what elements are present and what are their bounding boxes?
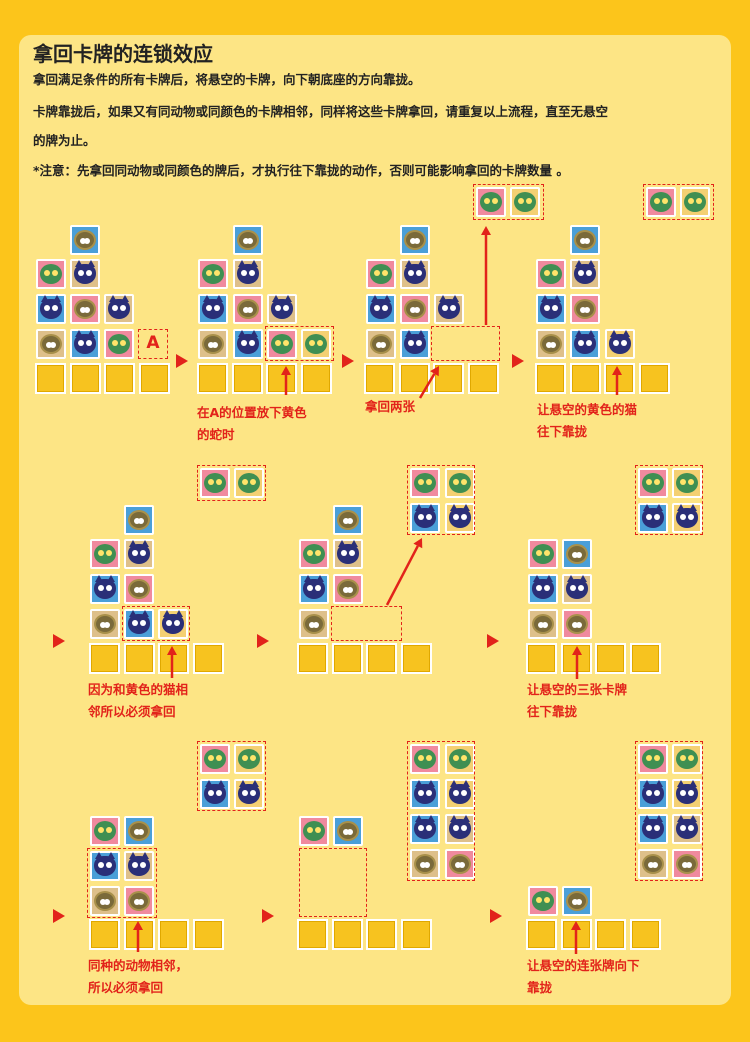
pointer-arrowhead-icon: [481, 226, 491, 235]
pointer-arrowhead-icon: [571, 921, 581, 930]
pointer-arrow-line: [420, 374, 434, 398]
pointer-arrow-line: [387, 546, 418, 605]
pointer-arrowhead-icon: [133, 921, 143, 930]
pointer-arrowhead-icon: [612, 366, 622, 375]
pointer-arrowhead-icon: [167, 646, 177, 655]
pointer-arrowhead-icon: [572, 646, 582, 655]
pointer-arrowhead-icon: [281, 366, 291, 375]
